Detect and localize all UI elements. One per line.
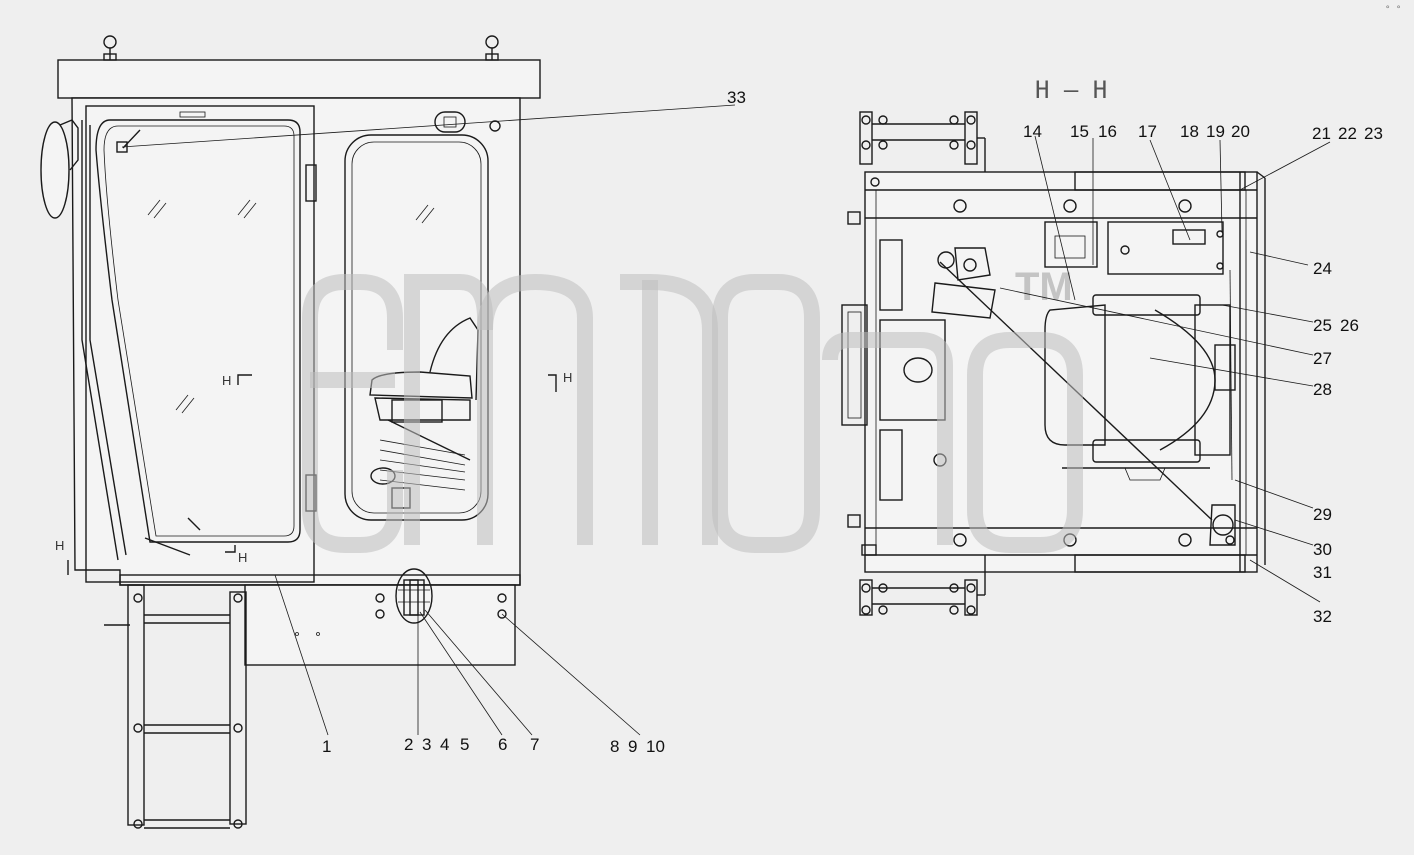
svg-text:Н: Н <box>55 538 64 553</box>
section-marker-door: Н <box>225 545 247 565</box>
callout-7: 7 <box>530 735 539 754</box>
section-top-view: Н – Н <box>841 76 1266 616</box>
callout-1: 1 <box>322 737 331 756</box>
cab-body <box>71 97 521 586</box>
leader-lines <box>121 104 1331 736</box>
callout-24: 24 <box>1313 259 1332 278</box>
roof-lamp <box>434 111 466 133</box>
callout-25: 25 <box>1313 316 1332 335</box>
callout-29: 29 <box>1313 505 1332 524</box>
handrail <box>81 120 119 561</box>
watermark-logo: TM <box>302 265 1083 553</box>
mount-bracket-bottom <box>859 544 986 616</box>
section-marker-mid: Н <box>222 373 252 388</box>
callout-32: 32 <box>1313 607 1332 626</box>
control-box-left <box>1044 221 1098 268</box>
callout-15: 15 <box>1070 122 1089 141</box>
steering-unit <box>931 247 996 319</box>
cab-roof <box>57 59 541 99</box>
glass-hatch <box>147 199 435 414</box>
callout-9: 9 <box>628 737 637 756</box>
callout-3: 3 <box>422 735 431 754</box>
hinge-top <box>305 164 317 202</box>
heater-fixture <box>1209 504 1236 546</box>
section-title: Н – Н <box>1035 76 1107 104</box>
callout-10: 10 <box>646 737 665 756</box>
callout-26: 26 <box>1340 316 1359 335</box>
callout-33: 33 <box>727 88 746 107</box>
callout-28: 28 <box>1313 380 1332 399</box>
callout-17: 17 <box>1138 122 1157 141</box>
callout-4: 4 <box>440 735 449 754</box>
floor-frame <box>864 171 1258 573</box>
door-window <box>95 119 301 543</box>
antenna-mount <box>489 120 501 132</box>
callout-22: 22 <box>1338 124 1357 143</box>
lifting-eye-left <box>103 35 117 61</box>
callout-8: 8 <box>610 737 619 756</box>
callout-30: 30 <box>1313 540 1332 559</box>
callout-20: 20 <box>1231 122 1250 141</box>
seat-top-view <box>1044 294 1236 481</box>
lifting-eye-right <box>485 35 499 61</box>
callout-27: 27 <box>1313 349 1332 368</box>
svg-text:Н: Н <box>238 550 247 565</box>
svg-text:Н: Н <box>563 370 572 385</box>
callout-23: 23 <box>1364 124 1383 143</box>
access-ladder <box>104 584 247 829</box>
callout-19: 19 <box>1206 122 1225 141</box>
mirror <box>40 121 70 219</box>
callout-5: 5 <box>460 735 469 754</box>
callout-2: 2 <box>404 735 413 754</box>
callout-31: 31 <box>1313 563 1332 582</box>
callout-21: 21 <box>1312 124 1331 143</box>
callout-14: 14 <box>1023 122 1042 141</box>
svg-text:Н: Н <box>222 373 231 388</box>
mount-bracket-top <box>859 111 986 172</box>
door-handle <box>144 537 191 556</box>
door-step <box>841 304 868 426</box>
section-marker-right: Н <box>548 370 572 392</box>
control-box-right <box>1107 221 1224 275</box>
callout-6: 6 <box>498 735 507 754</box>
section-marker-left: Н <box>55 538 69 575</box>
wiper <box>122 129 141 149</box>
mount-section-cutout <box>395 568 433 624</box>
callout-16: 16 <box>1098 122 1117 141</box>
callout-labels: 33 1 2 3 4 5 6 7 8 9 10 14 15 16 17 18 1… <box>322 88 1383 756</box>
svg-text:TM: TM <box>1015 265 1073 309</box>
callout-18: 18 <box>1180 122 1199 141</box>
corner-mark: ° ° <box>1385 5 1401 15</box>
cab-base <box>244 584 516 666</box>
